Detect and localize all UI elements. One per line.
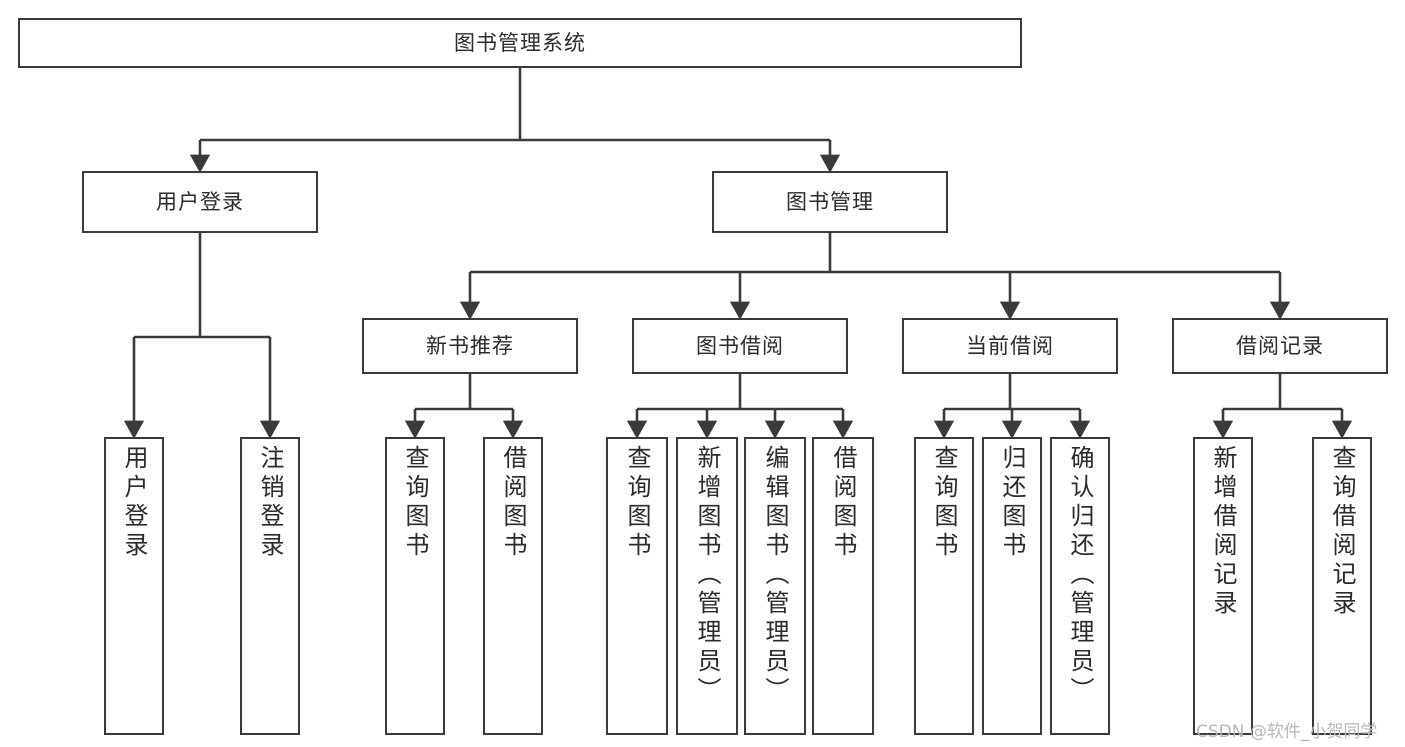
node-leaf-bb-add-book-label: 新增图书（管理员） xyxy=(693,445,721,706)
node-book-borrow-label: 图书借阅 xyxy=(696,333,784,358)
node-book-manage-label: 图书管理 xyxy=(786,189,874,214)
node-leaf-user-logout-label: 注销登录 xyxy=(256,445,284,561)
node-current-borrow[interactable]: 当前借阅 xyxy=(902,318,1118,374)
node-current-borrow-label: 当前借阅 xyxy=(966,333,1054,358)
node-leaf-cb-return-book[interactable]: 归还图书 xyxy=(982,437,1042,735)
node-borrow-record[interactable]: 借阅记录 xyxy=(1172,318,1388,374)
node-leaf-rec-borrow-book-label: 借阅图书 xyxy=(499,445,527,561)
node-user-login-label: 用户登录 xyxy=(156,189,244,214)
node-leaf-cb-query-book-label: 查询图书 xyxy=(930,445,958,561)
node-leaf-bb-edit-book[interactable]: 编辑图书（管理员） xyxy=(744,437,806,735)
node-leaf-cb-return-book-label: 归还图书 xyxy=(998,445,1026,561)
node-new-book-rec[interactable]: 新书推荐 xyxy=(362,318,578,374)
node-leaf-cb-confirm-return-label: 确认归还（管理员） xyxy=(1066,445,1094,706)
node-leaf-bb-query-book-label: 查询图书 xyxy=(623,445,651,561)
node-leaf-br-add-record-label: 新增借阅记录 xyxy=(1209,445,1237,619)
node-user-login[interactable]: 用户登录 xyxy=(82,171,318,233)
node-leaf-br-query-record[interactable]: 查询借阅记录 xyxy=(1312,437,1372,735)
csdn-watermark: CSDN @软件_小贺同学 xyxy=(1196,722,1378,742)
node-leaf-cb-query-book[interactable]: 查询图书 xyxy=(914,437,974,735)
node-book-manage[interactable]: 图书管理 xyxy=(712,171,948,233)
node-borrow-record-label: 借阅记录 xyxy=(1236,333,1324,358)
node-leaf-bb-borrow-book-label: 借阅图书 xyxy=(829,445,857,561)
node-root-label: 图书管理系统 xyxy=(454,30,586,55)
node-leaf-br-add-record[interactable]: 新增借阅记录 xyxy=(1193,437,1253,735)
node-new-book-rec-label: 新书推荐 xyxy=(426,333,514,358)
node-leaf-bb-borrow-book[interactable]: 借阅图书 xyxy=(812,437,874,735)
node-leaf-cb-confirm-return[interactable]: 确认归还（管理员） xyxy=(1050,437,1110,735)
node-root[interactable]: 图书管理系统 xyxy=(18,18,1022,68)
node-leaf-user-login[interactable]: 用户登录 xyxy=(104,437,164,735)
node-leaf-rec-query-book[interactable]: 查询图书 xyxy=(385,437,445,735)
node-book-borrow[interactable]: 图书借阅 xyxy=(632,318,848,374)
node-leaf-rec-borrow-book[interactable]: 借阅图书 xyxy=(483,437,543,735)
node-leaf-br-query-record-label: 查询借阅记录 xyxy=(1328,445,1356,619)
node-leaf-user-logout[interactable]: 注销登录 xyxy=(240,437,300,735)
node-leaf-bb-query-book[interactable]: 查询图书 xyxy=(606,437,668,735)
node-leaf-rec-query-book-label: 查询图书 xyxy=(401,445,429,561)
node-leaf-user-login-label: 用户登录 xyxy=(120,445,148,561)
node-leaf-bb-edit-book-label: 编辑图书（管理员） xyxy=(761,445,789,706)
node-leaf-bb-add-book[interactable]: 新增图书（管理员） xyxy=(676,437,738,735)
